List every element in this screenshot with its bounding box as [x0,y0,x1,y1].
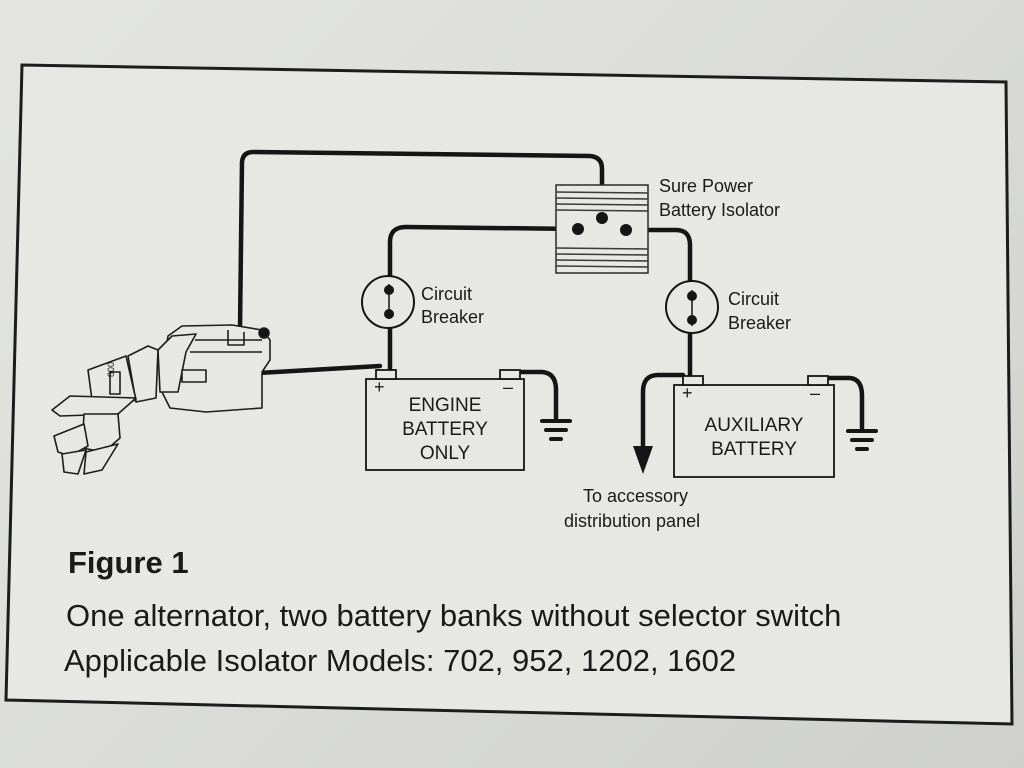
figure-caption-line1: One alternator, two battery banks withou… [66,598,842,633]
circuit-breaker-right [665,280,719,334]
engine-battery-label-line2: BATTERY [402,419,488,440]
engine-battery-minus-sign: – [503,377,514,397]
aux-battery-ground-wire [817,375,865,431]
engine-battery-label-line1: ENGINE [408,395,482,416]
accessory-label-line1: To accessory [583,486,689,506]
breaker-right-label-line1: Circuit [728,289,780,309]
figure-caption-line2: Applicable Isolator Models: 702, 952, 12… [64,643,737,678]
engine-battery-label-line3: ONLY [419,443,471,464]
aux-battery-minus-sign: – [810,383,821,403]
isolator-label-line1: Sure Power [659,176,754,196]
breaker-left-label-line1: Circuit [421,284,473,304]
engine-battery-ground-wire [507,369,559,421]
engine-battery-plus-sign: + [374,377,385,397]
ground-symbol-aux [846,429,878,451]
isolator-output-terminal-left [572,223,584,235]
accessory-wire [640,372,686,451]
isolator-to-right-breaker-wire [623,227,693,291]
breaker-right-label-line2: Breaker [728,313,792,333]
isolator-to-left-breaker-wire [387,224,581,286]
breaker-left-label-line2: Breaker [421,307,485,327]
figure-title: Figure 1 [68,545,189,580]
isolator-input-terminal [596,212,608,224]
engine-model-label: 800 [106,361,116,377]
outboard-engine [51,324,271,475]
isolator-label-line2: Battery Isolator [659,200,781,220]
aux-battery-label-line2: BATTERY [711,439,797,460]
accessory-arrow [633,446,653,474]
accessory-label-line2: distribution panel [564,511,701,531]
isolator-output-terminal-right [620,224,632,236]
aux-battery-box [673,375,835,478]
circuit-breaker-left [361,275,415,329]
aux-battery-label-line1: AUXILIARY [704,415,804,436]
ground-symbol-engine [540,419,572,441]
battery-isolator [555,184,649,274]
engine-battery-box [365,369,525,471]
aux-battery-plus-sign: + [682,383,693,403]
